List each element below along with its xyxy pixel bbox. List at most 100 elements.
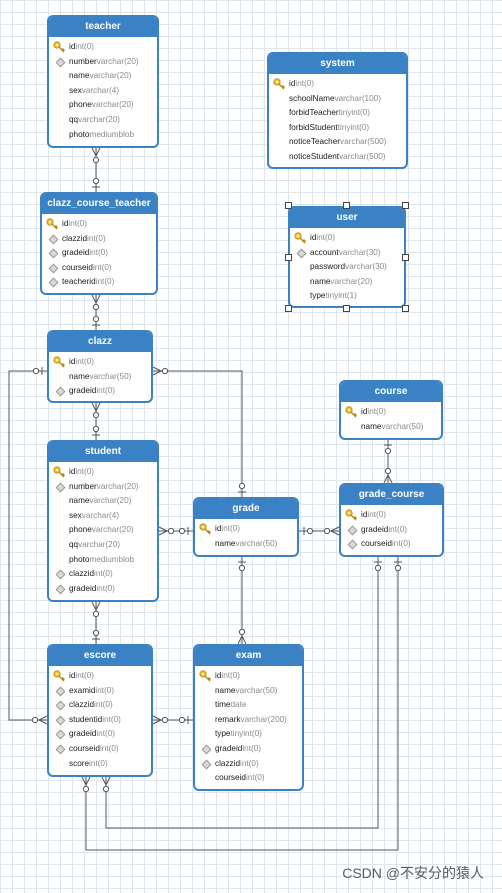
relationship[interactable] (91, 294, 101, 330)
selection-handle[interactable] (402, 202, 409, 209)
field-row[interactable]: noticeStudentvarchar(500) (269, 150, 406, 165)
relationship[interactable] (383, 440, 393, 484)
field-row[interactable]: studentidint(0) (49, 713, 151, 728)
field-row[interactable]: idint(0) (269, 77, 406, 92)
selection-handle[interactable] (402, 254, 409, 261)
relationship[interactable] (158, 526, 193, 536)
field-name: photo (69, 129, 90, 139)
field-row[interactable]: courseidint(0) (42, 261, 156, 276)
field-row[interactable]: sexvarchar(4) (49, 509, 157, 524)
field-list: idint(0)numbervarchar(20)namevarchar(20)… (49, 462, 157, 596)
field-row[interactable]: gradeidint(0) (195, 742, 302, 757)
field-row[interactable]: namevarchar(20) (49, 494, 157, 509)
field-row[interactable]: phonevarchar(20) (49, 523, 157, 538)
field-row[interactable]: forbidTeachertinyint(0) (269, 106, 406, 121)
relationship[interactable] (81, 557, 402, 851)
field-row[interactable]: sexvarchar(4) (49, 84, 157, 99)
field-row[interactable]: qqvarchar(20) (49, 113, 157, 128)
field-type: int(0) (75, 671, 95, 680)
field-row[interactable]: examidint(0) (49, 684, 151, 699)
field-row[interactable]: idint(0) (42, 217, 156, 232)
field-row[interactable]: idint(0) (290, 231, 404, 246)
field-row[interactable]: accountvarchar(30) (290, 246, 404, 261)
field-row[interactable]: gradeidint(0) (49, 384, 151, 399)
field-row[interactable]: noticeTeachervarchar(500) (269, 135, 406, 150)
field-row[interactable]: namevarchar(50) (195, 537, 297, 552)
field-row[interactable]: courseidint(0) (49, 742, 151, 757)
field-row[interactable]: typetinyint(1) (290, 289, 404, 304)
selection-handle[interactable] (343, 202, 350, 209)
relationship[interactable] (237, 557, 247, 645)
field-row[interactable]: passwordvarchar(30) (290, 260, 404, 275)
field-row[interactable]: namevarchar(50) (341, 420, 441, 435)
field-row[interactable]: courseidint(0) (341, 537, 442, 552)
field-name: name (215, 685, 236, 695)
relationship[interactable] (152, 715, 193, 725)
field-row[interactable]: idint(0) (49, 40, 157, 55)
selection-handle[interactable] (285, 305, 292, 312)
field-row[interactable]: remarkvarchar(200) (195, 713, 302, 728)
field-row[interactable]: clazzidint(0) (49, 698, 151, 713)
field-row[interactable]: namevarchar(20) (290, 275, 404, 290)
relationship[interactable] (8, 367, 48, 725)
field-row[interactable]: gradeidint(0) (42, 246, 156, 261)
field-row[interactable]: clazzidint(0) (42, 232, 156, 247)
field-row[interactable]: clazzidint(0) (195, 757, 302, 772)
field-row[interactable]: idint(0) (195, 669, 302, 684)
entity-clazz[interactable]: clazz idint(0)namevarchar(50)gradeidint(0… (47, 330, 153, 403)
field-name: id (361, 407, 368, 416)
field-row[interactable]: qqvarchar(20) (49, 538, 157, 553)
field-row[interactable]: timedate (195, 698, 302, 713)
field-row[interactable]: gradeidint(0) (341, 523, 442, 538)
field-row[interactable]: teacheridint(0) (42, 275, 156, 290)
selection-handle[interactable] (285, 202, 292, 209)
selection-handle[interactable] (285, 254, 292, 261)
field-name: gradeid (69, 386, 97, 396)
field-row[interactable]: scoreint(0) (49, 757, 151, 772)
field-row[interactable]: gradeidint(0) (49, 582, 157, 597)
field-row[interactable]: forbidStudenttinyint(0) (269, 121, 406, 136)
relationship[interactable] (101, 557, 382, 829)
field-type: varchar(4) (81, 510, 120, 520)
field-row[interactable]: photomediumblob (49, 128, 157, 143)
field-row[interactable]: idint(0) (195, 522, 297, 537)
field-row[interactable]: typetinyint(0) (195, 727, 302, 742)
relationship[interactable] (91, 402, 101, 440)
selection-handle[interactable] (402, 305, 409, 312)
field-row[interactable]: idint(0) (49, 669, 151, 684)
field-row[interactable]: idint(0) (49, 465, 157, 480)
field-row[interactable]: photomediumblob (49, 553, 157, 568)
field-type: varchar(500) (339, 151, 386, 161)
field-row[interactable]: gradeidint(0) (49, 727, 151, 742)
entity-title: clazz (49, 332, 151, 352)
relationship[interactable] (91, 147, 101, 192)
field-row[interactable]: idint(0) (49, 355, 151, 370)
field-row[interactable]: namevarchar(50) (49, 370, 151, 385)
field-row[interactable]: schoolNamevarchar(100) (269, 92, 406, 107)
field-row[interactable]: numbervarchar(20) (49, 480, 157, 495)
field-row[interactable]: idint(0) (341, 508, 442, 523)
field-name: time (215, 700, 231, 710)
relationship[interactable] (152, 366, 246, 497)
field-row[interactable]: phonevarchar(20) (49, 98, 157, 113)
relationship[interactable] (91, 601, 101, 644)
field-row[interactable]: namevarchar(50) (195, 684, 302, 699)
field-name: id (310, 233, 317, 242)
field-row[interactable]: idint(0) (341, 405, 441, 420)
field-row[interactable]: courseidint(0) (195, 771, 302, 786)
selection-handle[interactable] (343, 305, 350, 312)
field-row[interactable]: clazzidint(0) (49, 567, 157, 582)
field-row[interactable]: numbervarchar(20) (49, 55, 157, 70)
field-row[interactable]: namevarchar(20) (49, 69, 157, 84)
relationship[interactable] (299, 526, 340, 536)
